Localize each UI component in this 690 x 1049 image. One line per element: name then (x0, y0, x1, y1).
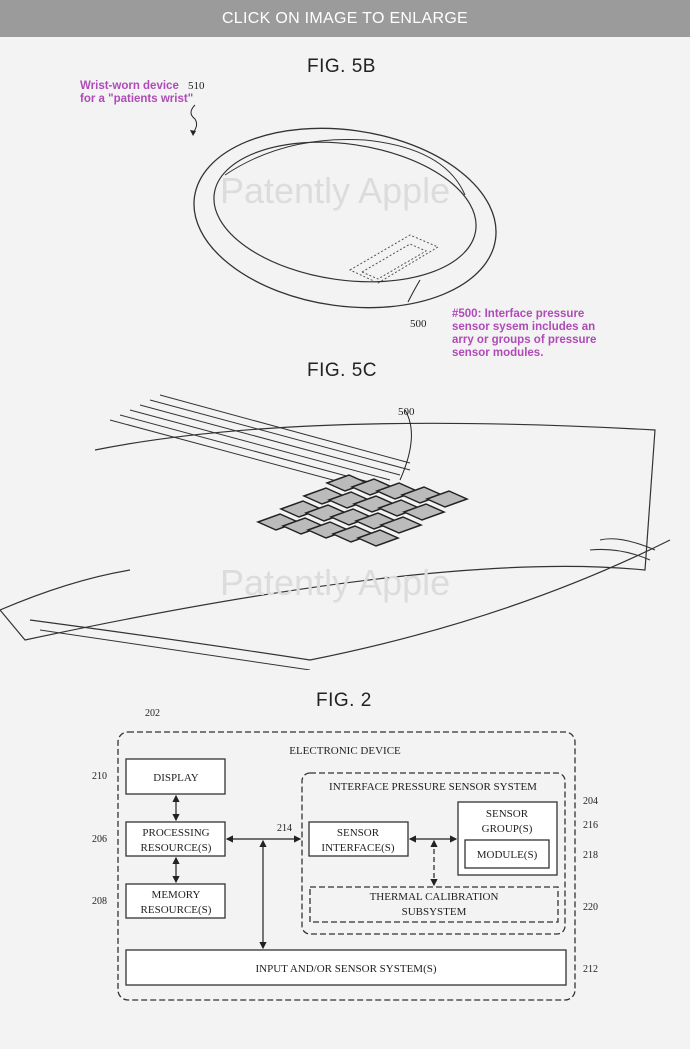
sensor-module (424, 490, 470, 508)
annotation-line: arry or groups of pressure (452, 334, 597, 346)
thermal-line1: THERMAL CALIBRATION (370, 891, 499, 903)
ref-214: 214 (277, 823, 292, 834)
ref-204: 204 (583, 796, 598, 807)
ref-208: 208 (92, 896, 107, 907)
thermal-line2: SUBSYSTEM (402, 906, 467, 918)
sensor-module (401, 503, 447, 521)
sensor-module (378, 516, 424, 534)
sensor-module (355, 529, 401, 547)
watermark: Patently Apple (220, 170, 451, 211)
fig-5c-title: FIG. 5C (307, 360, 378, 381)
fig-5b-title: FIG. 5B (307, 56, 376, 77)
annotation-line: sensor sysem includes an (452, 321, 596, 333)
ref-210: 210 (92, 771, 107, 782)
ref-218: 218 (583, 850, 598, 861)
display-label: DISPLAY (153, 772, 198, 784)
ref-510: 510 (188, 80, 205, 92)
ref-206: 206 (92, 834, 107, 845)
fig-2-title: FIG. 2 (316, 690, 372, 711)
ref-500: 500 (410, 318, 427, 330)
sensor-interface-line2: INTERFACE(S) (321, 842, 394, 854)
sensor-group-line2: GROUP(S) (482, 823, 533, 835)
watermark: Patently Apple (220, 562, 451, 603)
memory-line1: MEMORY (152, 889, 201, 901)
ips-label: INTERFACE PRESSURE SENSOR SYSTEM (329, 781, 537, 793)
ref-212: 212 (583, 964, 598, 975)
wrist-device-drawing (190, 104, 497, 309)
device-label: ELECTRONIC DEVICE (289, 745, 401, 757)
processing-line1: PROCESSING (142, 827, 209, 839)
ref-202: 202 (145, 708, 160, 719)
note-line: Wrist-worn device (80, 80, 179, 92)
sensor-interface-line1: SENSOR (337, 827, 380, 839)
ref-220: 220 (583, 902, 598, 913)
ref-216: 216 (583, 820, 598, 831)
memory-line2: RESOURCE(S) (141, 904, 212, 916)
enlarge-banner[interactable]: CLICK ON IMAGE TO ENLARGE (0, 0, 690, 37)
sensor-annotation: #500: Interface pressure sensor sysem in… (452, 308, 596, 360)
sensor-array-drawing (0, 394, 671, 670)
sensor-group-line1: SENSOR (486, 808, 529, 820)
wrist-device-note: Wrist-worn device for a "patients wrist" (80, 80, 193, 106)
input-label: INPUT AND/OR SENSOR SYSTEM(S) (255, 963, 436, 975)
note-line: for a "patients wrist" (80, 93, 194, 105)
processing-line2: RESOURCE(S) (141, 842, 212, 854)
annotation-line: sensor modules. (452, 347, 544, 359)
annotation-line: #500: Interface pressure (452, 308, 585, 320)
module-label: MODULE(S) (477, 849, 538, 861)
